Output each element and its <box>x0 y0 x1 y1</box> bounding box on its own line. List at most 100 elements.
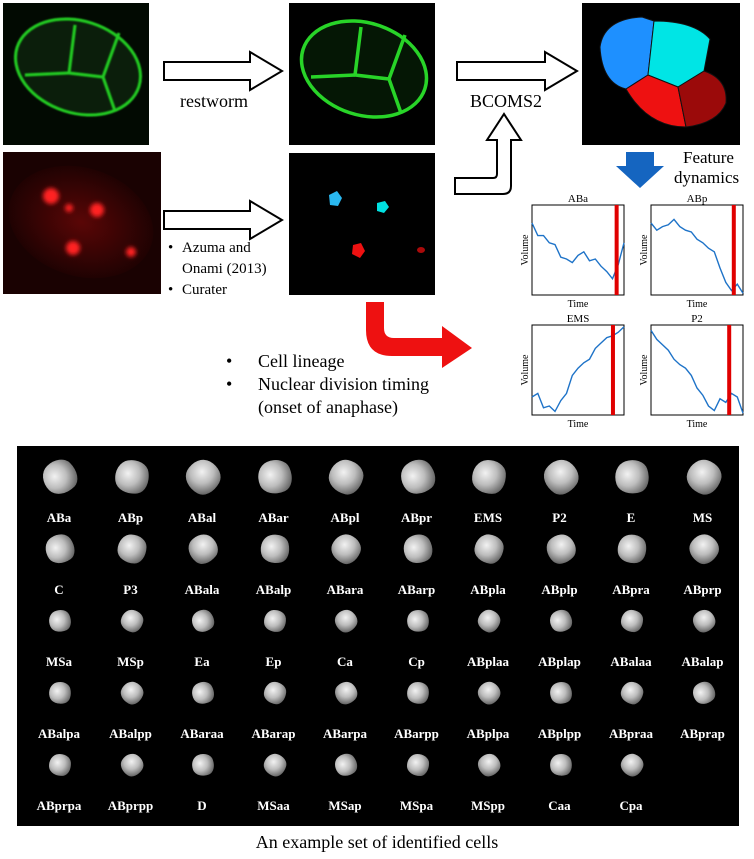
cell-image <box>116 534 147 564</box>
cell-tile: MSaa <box>238 742 310 818</box>
cell-name: ABalpa <box>38 726 80 741</box>
nucleus-detected-markers <box>329 191 425 258</box>
cell-image <box>397 529 438 569</box>
bent-arrow-up <box>454 112 523 195</box>
plot-title: ABa <box>568 193 588 205</box>
cell-name: ABprp <box>683 582 722 597</box>
cell-name: ABplaa <box>467 654 509 669</box>
cell-name: MS <box>692 510 713 525</box>
cell-tile: ABarpa <box>309 670 381 746</box>
bcoms2-arrow <box>456 50 579 92</box>
cell-image <box>404 680 431 706</box>
nucleus-raw-embryo <box>8 165 154 279</box>
cell-name: MSpp <box>471 798 505 813</box>
cell-tile: ABpraa <box>595 670 667 746</box>
cell-name: ABarpa <box>322 726 368 741</box>
cell-tile: ABpl <box>309 454 381 530</box>
plot-title: ABp <box>687 193 708 205</box>
plot-xlabel: Time <box>687 419 708 430</box>
cell-name: ABala <box>184 582 220 597</box>
cell-name: MSp <box>117 654 144 669</box>
red-curved-arrow <box>366 302 472 368</box>
plot-ylabel: Volume <box>520 354 531 385</box>
cell-image <box>48 753 72 777</box>
azuma-label-line1: Azuma and <box>182 240 251 256</box>
cell-image <box>118 607 145 635</box>
cell-tile: Ca <box>309 598 381 674</box>
membrane-raw-image <box>3 3 149 145</box>
cell-name: ABplap <box>538 654 581 669</box>
cell-image <box>327 530 365 568</box>
plot-title: P2 <box>691 313 703 325</box>
curater-bullet: • <box>168 282 174 298</box>
cell-tile: P2 <box>524 453 596 530</box>
cell-tile: ABarap <box>238 670 310 746</box>
cell-tile: ABara <box>309 526 381 602</box>
restworm-arrow <box>163 50 284 92</box>
cell-tile: Caa <box>524 742 596 818</box>
division-marker <box>731 205 736 295</box>
cell-name: ABpr <box>400 510 433 525</box>
cell-tile: ABplaa <box>452 598 524 674</box>
cell-name: ABpraa <box>608 726 654 741</box>
cell-name: Ca <box>337 654 353 669</box>
membrane-denoised-image <box>289 3 435 145</box>
cell-name: MSap <box>328 798 362 813</box>
cell-image <box>112 457 151 497</box>
azuma-bullet: • <box>168 240 174 256</box>
cell-tile: ABalpa <box>23 670 95 746</box>
membrane-denoised-embryo <box>299 19 429 119</box>
cell-tile: ABalaa <box>595 598 667 674</box>
plot-ylabel: Volume <box>639 354 650 385</box>
cell-tile: ABaraa <box>166 670 238 746</box>
cell-image <box>545 678 576 708</box>
figure-caption: An example set of identified cells <box>255 832 499 852</box>
cell-name: P2 <box>552 510 567 525</box>
cell-tile: P3 <box>95 526 167 602</box>
cell-tile: ABarpp <box>381 670 453 746</box>
cell-image <box>619 680 645 706</box>
plot-ylabel: Volume <box>520 234 531 265</box>
cell-tile: MSpa <box>381 742 453 818</box>
cell-name: ABplpp <box>537 726 582 741</box>
cell-image <box>471 459 507 495</box>
cell-tile: Cp <box>381 598 453 674</box>
plot-xlabel: Time <box>687 299 708 310</box>
cell-tile: ABprp <box>667 526 739 602</box>
cell-tile: Cpa <box>595 742 667 818</box>
cell-image <box>46 679 74 707</box>
cell-image <box>687 677 720 709</box>
cell-image <box>474 678 504 708</box>
cell-image <box>682 455 725 499</box>
cell-image <box>687 605 720 637</box>
cell-tile: ABplp <box>524 526 596 602</box>
cell-name: Ea <box>194 654 210 669</box>
cell-name: ABalpp <box>109 726 152 741</box>
cell-tile: ABal <box>166 453 238 530</box>
cell-image <box>540 528 581 570</box>
plot-ylabel: Volume <box>639 234 650 265</box>
plots-svg: ABaTimeVolumeABpTimeVolumeEMSTimeVolumeP… <box>520 193 744 430</box>
cell-name: MSpa <box>399 798 434 813</box>
nucleus-arrow <box>163 199 284 241</box>
cell-image <box>116 749 147 781</box>
cell-name: Cpa <box>619 798 643 813</box>
nucleus-raw-image <box>3 152 161 294</box>
cell-tile: ABar <box>238 454 310 530</box>
cell-tile: ABalap <box>667 598 739 674</box>
cell-tile: ABalp <box>238 526 310 602</box>
cell-tile: EMS <box>452 454 524 530</box>
cell-image <box>117 678 146 708</box>
cell-tile: Ep <box>238 598 310 674</box>
cell-name: ABalp <box>255 582 292 597</box>
cell-name: ABpra <box>612 582 650 597</box>
timing-label-line1: Nuclear division timing <box>258 374 429 394</box>
cell-image <box>188 750 218 780</box>
division-marker <box>610 325 615 415</box>
cell-tile: MSp <box>95 598 167 674</box>
cell-tile: ABprpp <box>95 742 167 818</box>
volume-line <box>531 222 625 281</box>
cell-name: ABplp <box>541 582 578 597</box>
cell-image <box>179 453 227 501</box>
